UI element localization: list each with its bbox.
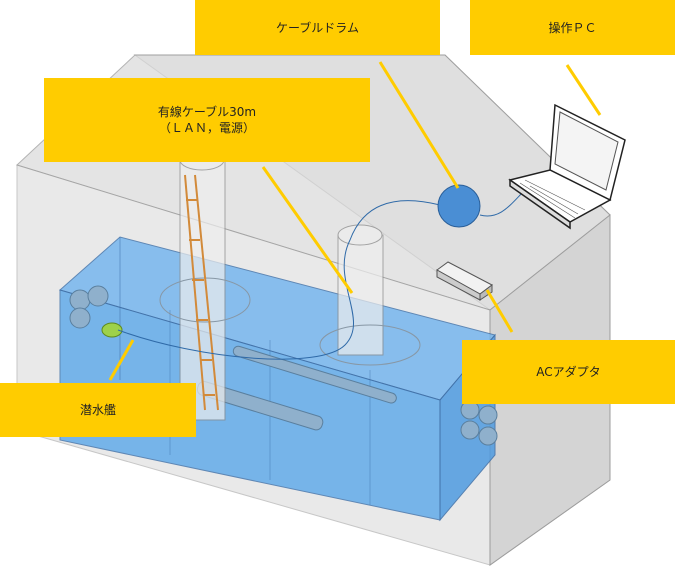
label-operation-pc: 操作ＰＣ bbox=[470, 0, 675, 55]
submarine-text: 潜水艦 bbox=[79, 403, 116, 417]
wired-cable-text-1: 有線ケーブル30m bbox=[157, 105, 257, 119]
label-ac-adapter: ACアダプタ bbox=[462, 340, 675, 404]
operation-pc-text: 操作ＰＣ bbox=[548, 20, 597, 35]
pipes bbox=[69, 285, 498, 446]
label-cable-drum: ケーブルドラム bbox=[195, 0, 440, 55]
ac-adapter-device bbox=[436, 261, 493, 301]
wired-cable-text-2: （ＬＡＮ，電源） bbox=[158, 121, 255, 135]
cable-drum-text: ケーブルドラム bbox=[276, 20, 359, 35]
leader-lines bbox=[108, 61, 602, 381]
laptop bbox=[508, 103, 626, 230]
cable-drum bbox=[437, 184, 481, 228]
ladder bbox=[184, 174, 219, 411]
label-submarine: 潜水艦 bbox=[0, 383, 196, 437]
label-wired-cable: 有線ケーブル30m （ＬＡＮ，電源） bbox=[44, 78, 370, 162]
ac-adapter-text: ACアダプタ bbox=[536, 365, 601, 379]
submarine-model bbox=[101, 322, 123, 338]
